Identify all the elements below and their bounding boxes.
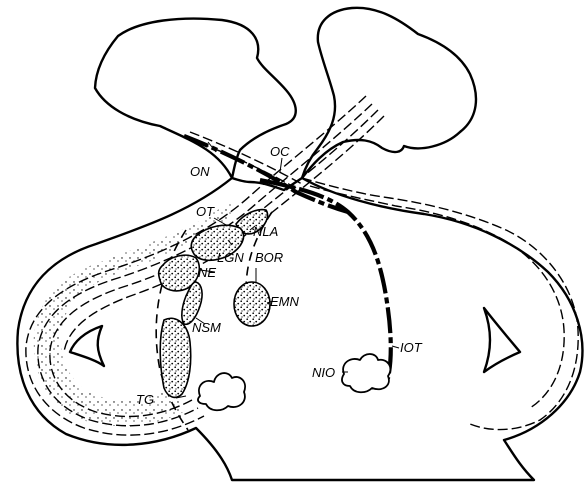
label-nla: NLA xyxy=(253,224,278,239)
nucleus-emn xyxy=(234,282,270,326)
label-nsm: NSM xyxy=(192,320,221,335)
left-eye xyxy=(95,19,296,178)
cloud-right xyxy=(342,354,390,392)
label-bor: BOR xyxy=(255,250,283,265)
label-ne: NE xyxy=(198,265,216,280)
label-emn: EMN xyxy=(270,294,300,309)
label-oc: OC xyxy=(270,144,290,159)
right-eye xyxy=(302,8,476,178)
label-tg: TG xyxy=(136,392,154,407)
label-lgn: LGN xyxy=(217,250,244,265)
nucleus-tg xyxy=(160,318,191,397)
label-nio: NIO xyxy=(312,365,335,380)
label-ot: OT xyxy=(196,204,215,219)
label-iot: IOT xyxy=(400,340,423,355)
label-on: ON xyxy=(190,164,210,179)
